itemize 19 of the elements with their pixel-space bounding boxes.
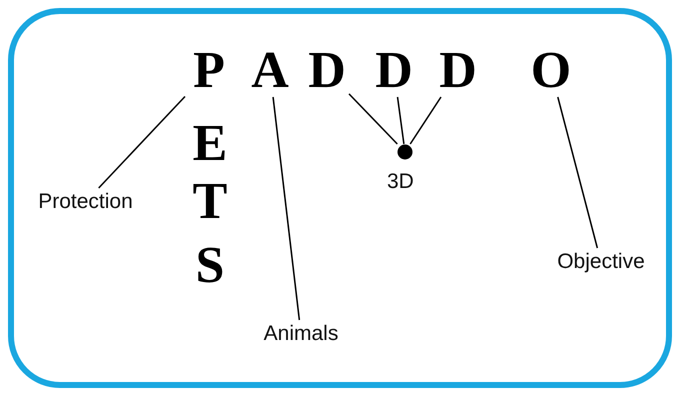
label-text: Objective [536,248,666,276]
leader-line [410,96,442,144]
letter: T [188,178,232,226]
leader-line [348,93,398,145]
leader-line [98,96,186,189]
letter: O [528,45,574,97]
label-text: Animals [246,320,356,348]
leader-line [396,96,405,144]
letter: E [188,120,232,168]
letter: D [436,45,480,97]
leader-line [557,96,598,248]
label-text: Protection [18,188,153,216]
letter: D [305,45,349,97]
leader-line [272,96,300,320]
letter: S [188,240,232,292]
caption-text: 3D [387,170,414,194]
letter: D [372,45,416,97]
letter: A [248,45,292,97]
letter: P [185,45,233,97]
